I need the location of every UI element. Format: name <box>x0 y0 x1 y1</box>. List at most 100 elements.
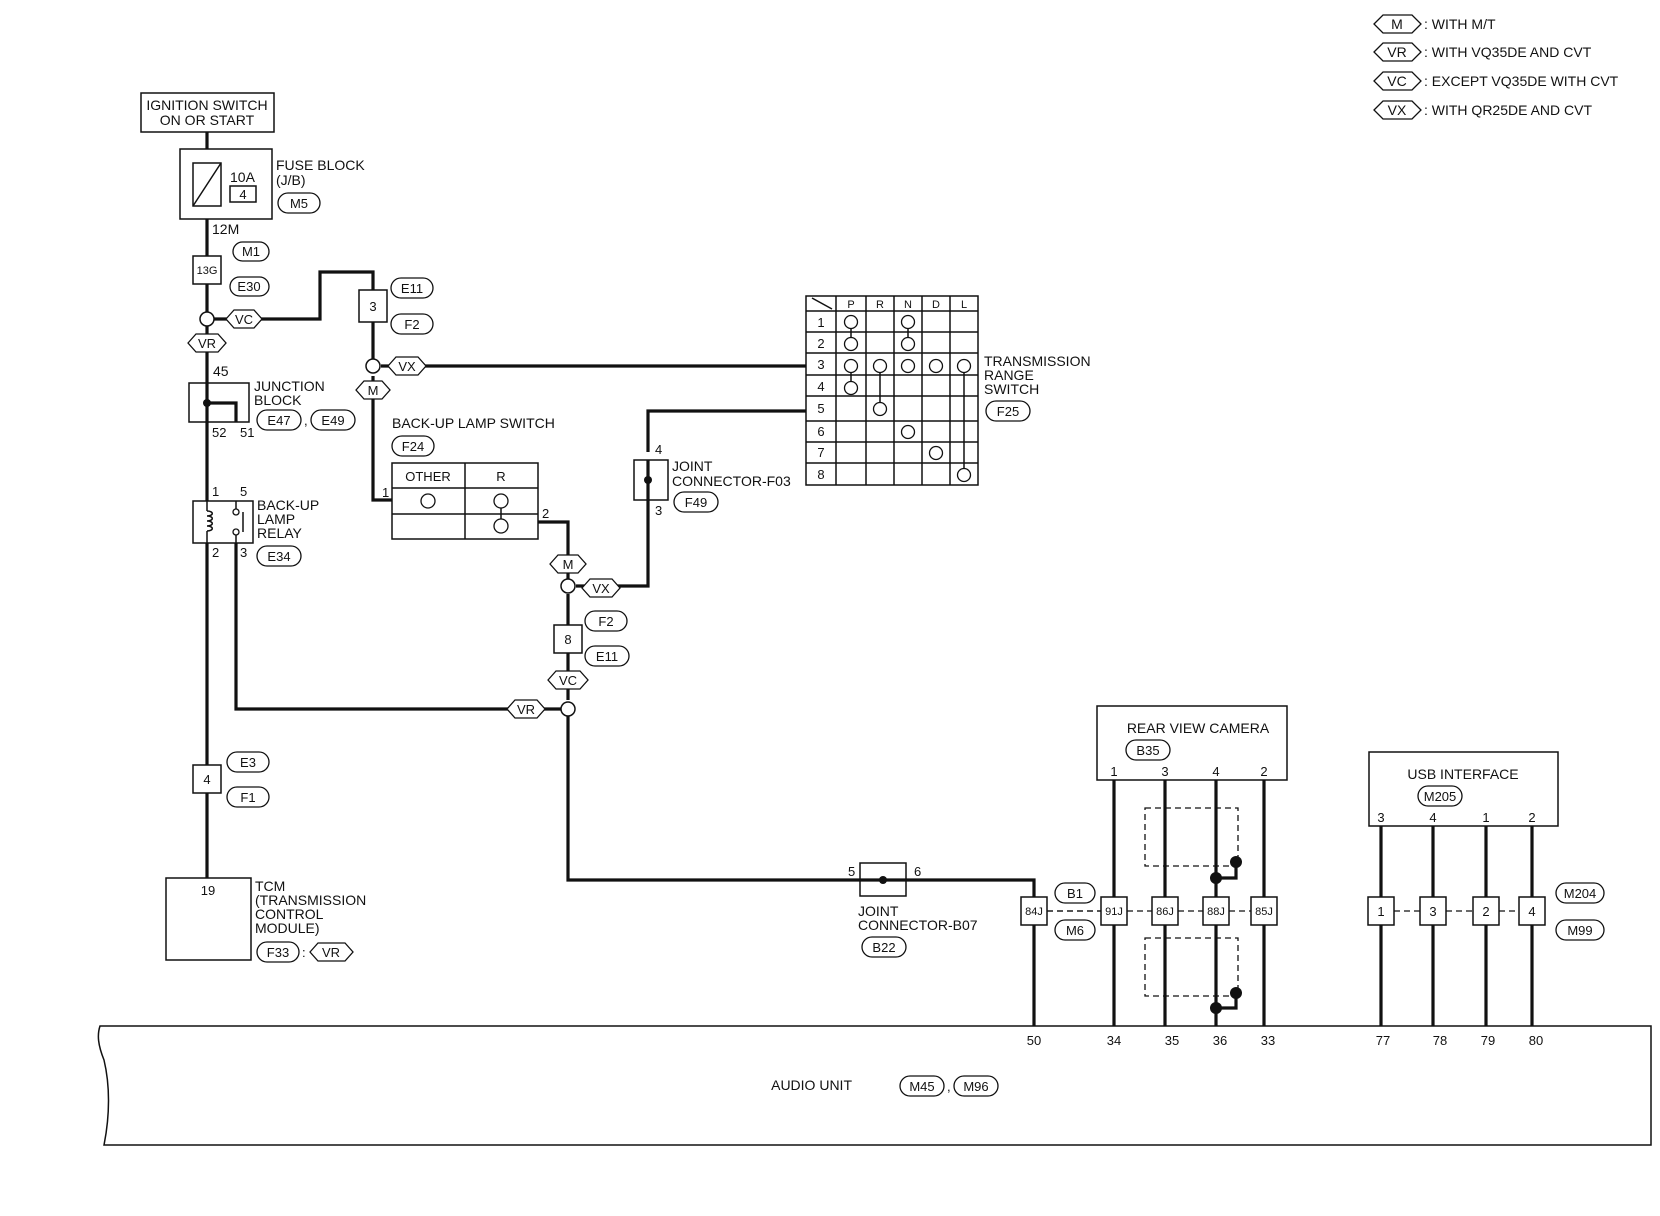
svg-text:SWITCH: SWITCH <box>984 381 1039 397</box>
svg-text:(J/B): (J/B) <box>276 172 306 188</box>
audio-unit: 50 34 35 36 33 77 78 79 80 AUDIO UNIT M4… <box>97 1025 1652 1146</box>
splice-m-vx-mid: M VX <box>549 554 621 598</box>
svg-text:LAMP: LAMP <box>257 511 295 527</box>
svg-text:51: 51 <box>240 425 254 440</box>
svg-text:2: 2 <box>817 336 824 351</box>
svg-text:VR: VR <box>198 336 216 351</box>
svg-text:33: 33 <box>1261 1033 1275 1048</box>
svg-text:F2: F2 <box>598 614 613 629</box>
tcm-module: 19 TCM (TRANSMISSION CONTROL MODULE) F33… <box>165 877 366 963</box>
junction-block: 45 52 51 JUNCTION BLOCK E47 , E49 <box>188 363 356 440</box>
joint-13g: M1 13G E30 <box>192 241 270 297</box>
svg-text:E30: E30 <box>237 279 260 294</box>
svg-text:RANGE: RANGE <box>984 367 1034 383</box>
svg-text:34: 34 <box>1107 1033 1121 1048</box>
svg-text:1: 1 <box>1110 764 1117 779</box>
svg-text:VR: VR <box>322 945 340 960</box>
connector-e11-top: 3 E11 F2 <box>358 277 434 335</box>
svg-text:12M: 12M <box>212 221 239 237</box>
svg-text:4: 4 <box>1528 904 1535 919</box>
svg-text:4: 4 <box>239 187 246 202</box>
svg-text:TCM: TCM <box>255 878 285 894</box>
svg-text:BLOCK: BLOCK <box>254 392 302 408</box>
svg-text:JUNCTION: JUNCTION <box>254 378 325 394</box>
svg-text:P: P <box>847 299 854 311</box>
usb-interface: USB INTERFACE M205 3 4 1 2 1 3 2 4 M204 … <box>1367 751 1605 941</box>
svg-text:2: 2 <box>1482 904 1489 919</box>
wires <box>205 217 1534 1026</box>
range-switch-contacts <box>843 314 972 483</box>
svg-text:3: 3 <box>655 503 662 518</box>
svg-text:OTHER: OTHER <box>405 469 451 484</box>
svg-text:: EXCEPT VQ35DE WITH CVT: : EXCEPT VQ35DE WITH CVT <box>1424 73 1619 89</box>
svg-text:50: 50 <box>1027 1033 1041 1048</box>
svg-text:VC: VC <box>559 673 577 688</box>
svg-text:8: 8 <box>564 632 571 647</box>
svg-text:VX: VX <box>1388 102 1407 118</box>
svg-text:L: L <box>961 299 967 311</box>
svg-text:4: 4 <box>1429 810 1436 825</box>
svg-text:M1: M1 <box>242 244 260 259</box>
svg-text:F25: F25 <box>997 404 1019 419</box>
svg-text:VX: VX <box>592 581 610 596</box>
svg-text:M99: M99 <box>1567 923 1592 938</box>
svg-text:E34: E34 <box>267 549 290 564</box>
ignition-switch: IGNITION SWITCH ON OR START <box>140 92 275 149</box>
svg-text:VR: VR <box>517 702 535 717</box>
svg-text:E3: E3 <box>240 755 256 770</box>
svg-text:4: 4 <box>203 772 210 787</box>
legend-item-vx: VX : WITH QR25DE AND CVT <box>1373 100 1592 120</box>
svg-text:F49: F49 <box>685 495 707 510</box>
svg-text:: WITH QR25DE AND CVT: : WITH QR25DE AND CVT <box>1424 102 1592 118</box>
splice-vr-bottom: VR <box>506 699 576 719</box>
svg-text:VC: VC <box>235 312 253 327</box>
splice-vc-vr: VC VR <box>187 309 263 353</box>
svg-text:84J: 84J <box>1025 906 1043 918</box>
legend: M : WITH M/T VR : WITH VQ35DE AND CVT VC… <box>1373 14 1619 120</box>
svg-text:FUSE BLOCK: FUSE BLOCK <box>276 157 365 173</box>
svg-text:RELAY: RELAY <box>257 525 303 541</box>
svg-text:86J: 86J <box>1156 906 1174 918</box>
svg-text:1: 1 <box>1377 904 1384 919</box>
svg-text:M: M <box>368 383 379 398</box>
svg-text:JOINT: JOINT <box>672 458 713 474</box>
svg-text:88J: 88J <box>1207 906 1225 918</box>
svg-text:R: R <box>876 299 884 311</box>
svg-text:1: 1 <box>212 484 219 499</box>
svg-text:5: 5 <box>817 401 824 416</box>
svg-text:4: 4 <box>1212 764 1219 779</box>
svg-text:M96: M96 <box>963 1079 988 1094</box>
joint-connector-b07: 5 6 JOINT CONNECTOR-B07 B22 <box>848 862 978 958</box>
svg-text:VC: VC <box>1387 73 1406 89</box>
svg-text:E11: E11 <box>596 649 618 664</box>
svg-text:,: , <box>947 1079 951 1094</box>
svg-text:F24: F24 <box>402 439 424 454</box>
svg-text:N: N <box>904 299 912 311</box>
svg-text:13G: 13G <box>197 265 218 277</box>
svg-text:CONTROL: CONTROL <box>255 906 324 922</box>
svg-text:M205: M205 <box>1424 789 1457 804</box>
svg-text:1: 1 <box>1482 810 1489 825</box>
svg-text:3: 3 <box>240 545 247 560</box>
connector-m5: M5 <box>290 196 308 211</box>
svg-text:8: 8 <box>817 467 824 482</box>
joint-connector-f03: 4 3 JOINT CONNECTOR-F03 F49 <box>633 442 791 518</box>
joint-e3-f1: E3 4 F1 <box>192 751 270 808</box>
svg-text:BACK-UP LAMP SWITCH: BACK-UP LAMP SWITCH <box>392 415 555 431</box>
svg-text:77: 77 <box>1376 1033 1390 1048</box>
svg-text:7: 7 <box>817 445 824 460</box>
inline-connector-b1-m6: 84J 91J 86J 88J 85J B1 M6 <box>1020 882 1278 941</box>
svg-text:3: 3 <box>369 299 376 314</box>
legend-item-m: M : WITH M/T <box>1373 14 1496 34</box>
svg-text:CONNECTOR-F03: CONNECTOR-F03 <box>672 473 791 489</box>
connector-e11-bottom: F2 8 E11 VC <box>547 610 630 690</box>
svg-text:19: 19 <box>201 883 215 898</box>
svg-text:VR: VR <box>1387 44 1406 60</box>
transmission-range-switch: P R N D L 1 2 3 4 5 6 7 8 TRANSMISSION R… <box>805 295 1091 486</box>
svg-text:TRANSMISSION: TRANSMISSION <box>984 353 1091 369</box>
svg-text:D: D <box>932 299 940 311</box>
rear-view-camera: REAR VIEW CAMERA B35 1 3 4 2 <box>1096 705 1288 1014</box>
svg-text:CONNECTOR-B07: CONNECTOR-B07 <box>858 917 978 933</box>
backup-lamp-relay: 1 5 2 3 BACK-UP LAMP RELAY E34 <box>192 484 319 567</box>
